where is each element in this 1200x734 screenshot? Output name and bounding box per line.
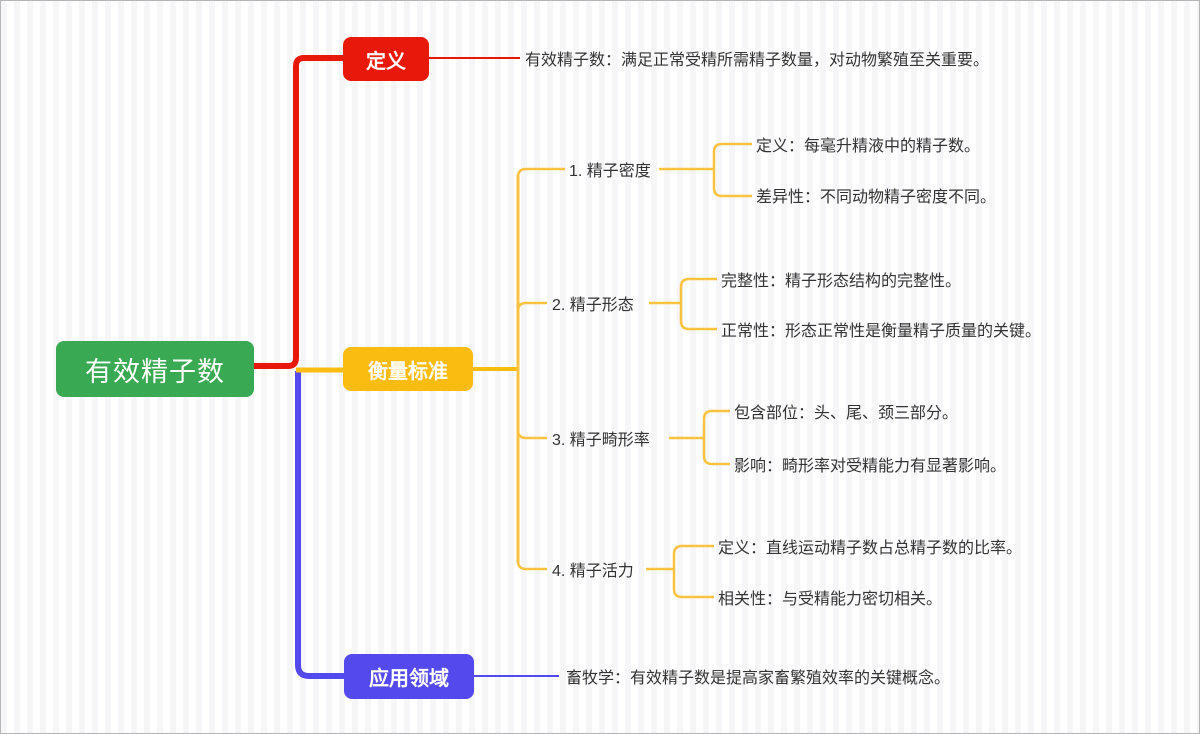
connector-root-to-application xyxy=(295,371,344,679)
subtopic-4-child-1[interactable]: 定义：直线运动精子数占总精子数的比率。 xyxy=(718,540,1023,557)
connector-root-to-definition xyxy=(254,55,343,369)
subtopic-3-fork xyxy=(702,409,730,466)
application-leaf-text[interactable]: 畜牧学：有效精子数是提高家畜繁殖效率的关键概念。 xyxy=(566,670,951,687)
trunk-to-subtopic-2 xyxy=(516,301,547,312)
subtopic-2-child-2[interactable]: 正常性：形态正常性是衡量精子质量的关键。 xyxy=(721,323,1042,340)
subtopic-1-child-2[interactable]: 差异性：不同动物精子密度不同。 xyxy=(756,189,997,206)
trunk-to-subtopic-4 xyxy=(516,560,547,571)
subtopic-3-label[interactable]: 3. 精子畸形率 xyxy=(552,432,650,449)
trunk-to-subtopic-1 xyxy=(516,167,565,178)
subtopic-1-label[interactable]: 1. 精子密度 xyxy=(569,163,651,180)
subtopic-4-fork xyxy=(672,544,714,599)
trunk-to-subtopic-3 xyxy=(516,429,547,440)
subtopic-1-child-1[interactable]: 定义：每毫升精液中的精子数。 xyxy=(756,138,981,155)
subtopic-3-child-1[interactable]: 包含部位：头、尾、颈三部分。 xyxy=(734,405,959,422)
branch-node-criteria[interactable]: 衡量标准 xyxy=(343,347,473,391)
subtopic-1-fork xyxy=(712,142,752,198)
subtopic-4-child-2[interactable]: 相关性：与受精能力密切相关。 xyxy=(718,591,943,608)
subtopic-3-child-2[interactable]: 影响：畸形率对受精能力有显著影响。 xyxy=(734,458,1007,475)
definition-leaf-text[interactable]: 有效精子数：满足正常受精所需精子数量，对动物繁殖至关重要。 xyxy=(525,52,990,69)
subtopic-2-child-1[interactable]: 完整性：精子形态结构的完整性。 xyxy=(721,273,962,290)
branch-node-application[interactable]: 应用领域 xyxy=(344,654,474,699)
subtopic-2-label[interactable]: 2. 精子形态 xyxy=(552,297,634,314)
subtopic-4-label[interactable]: 4. 精子活力 xyxy=(552,563,634,580)
subtopic-2-fork xyxy=(679,277,717,331)
root-node[interactable]: 有效精子数 xyxy=(56,341,254,397)
branch-node-definition[interactable]: 定义 xyxy=(343,37,429,81)
